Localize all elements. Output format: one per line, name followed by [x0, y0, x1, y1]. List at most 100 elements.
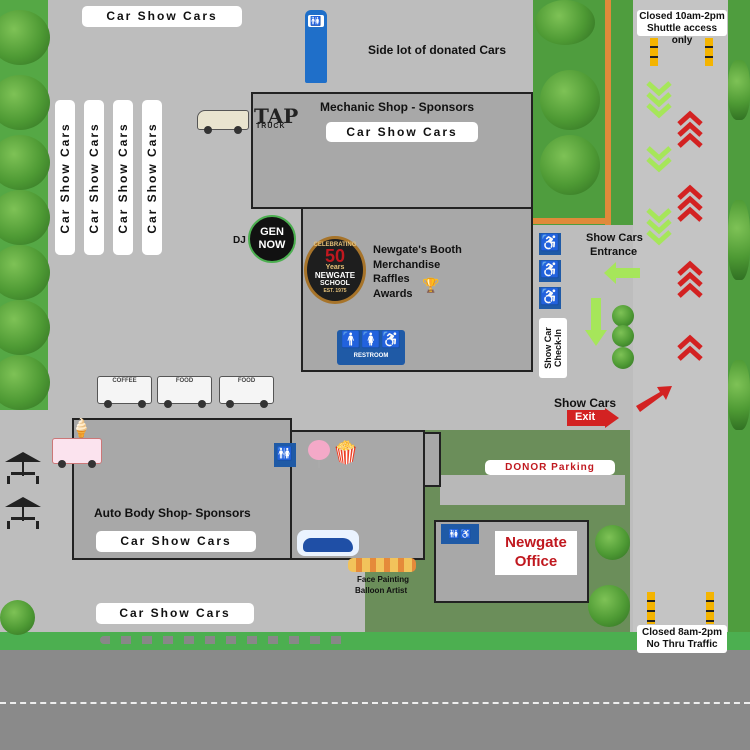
gen-now-line1: GEN: [260, 226, 284, 238]
tree: [612, 325, 634, 347]
show-car-check-in-label: Show Car Check-In: [539, 318, 567, 378]
portable-toilet-icon: 🚻: [305, 10, 327, 83]
restroom-sign-icon: 🚻: [308, 15, 324, 27]
car-body: [303, 538, 353, 552]
check-in-line1: Show Car: [543, 327, 553, 369]
face-painting-kids-icon: [348, 558, 416, 572]
mechanic-shop-building: [251, 92, 533, 209]
show-cars-entrance-line2: Entrance: [590, 246, 638, 258]
dj-label: DJ: [233, 235, 246, 246]
outbound-chevrons-icon: [677, 110, 703, 361]
booth-line: Raffles: [373, 273, 410, 285]
tree: [0, 10, 50, 65]
tree: [0, 135, 50, 190]
coffee-truck-icon: COFFEE: [97, 376, 152, 408]
road-center-dash: [0, 702, 750, 704]
tree: [595, 525, 630, 560]
cotton-candy-puff: [308, 440, 330, 460]
barrier-post: [650, 38, 658, 66]
car-show-cars-vertical-label: Car Show Cars: [55, 100, 75, 255]
food-truck-label: FOOD: [175, 378, 194, 384]
tree: [0, 190, 50, 245]
curb-horizontal: [533, 218, 611, 224]
bush-row: [100, 636, 350, 644]
donor-parking-label: DONOR Parking: [485, 460, 615, 475]
car-wash-icon: [297, 530, 359, 556]
car-show-cars-top-label: Car Show Cars: [82, 6, 242, 27]
closed-bottom-note: Closed 8am-2pm No Thru Traffic: [637, 625, 727, 653]
office-line1: Newgate: [505, 534, 567, 551]
tree: [540, 70, 600, 130]
badge-number: 50: [324, 246, 346, 266]
tree: [0, 300, 50, 355]
tap-truck-icon: [197, 110, 249, 134]
tap-logo-sub: TRUCK: [256, 123, 286, 130]
newgate-50-years-badge: CELEBRATING 50 Years NEWGATE SCHOOL EST.…: [304, 236, 366, 304]
exit-label: Exit: [575, 411, 596, 423]
wheel-icon: [138, 400, 146, 408]
tree: [728, 360, 750, 430]
accessible-parking-icon: ♿: [539, 260, 561, 282]
booth-line: Awards: [373, 288, 413, 300]
car-show-cars-vertical-label: Car Show Cars: [113, 100, 133, 255]
wheel-icon: [234, 126, 242, 134]
tree: [612, 305, 634, 327]
barrier-post: [705, 38, 713, 66]
closed-bottom-line2: No Thru Traffic: [646, 639, 718, 650]
tree: [728, 200, 750, 280]
office-restroom-sign: 🚻♿: [441, 524, 479, 544]
tree: [0, 600, 35, 635]
car-show-cars-vertical-label: Car Show Cars: [84, 100, 104, 255]
right-edge-grass: [728, 0, 750, 640]
side-lot-label: Side lot of donated Cars: [368, 43, 507, 57]
accessible-parking-icon: ♿: [539, 287, 561, 309]
annex-side-building: [423, 432, 441, 487]
wheel-icon: [198, 400, 206, 408]
mechanic-shop-label: Mechanic Shop - Sponsors: [320, 100, 475, 114]
wheel-icon: [104, 400, 112, 408]
restroom-figures-icon: 🚹🚺♿: [341, 332, 401, 349]
inbound-chevrons-icon: [646, 81, 672, 246]
closed-top-line1: Closed 10am-2pm: [639, 11, 725, 22]
auto-body-shop-label: Auto Body Shop- Sponsors: [94, 506, 251, 520]
car-show-cars-bottom-label: Car Show Cars: [96, 603, 254, 624]
check-in-arrow-down-icon: [585, 298, 607, 346]
car-show-cars-mechanic-label: Car Show Cars: [326, 122, 478, 142]
tree: [588, 585, 630, 627]
face-painting-line2: Balloon Artist: [355, 586, 408, 595]
newgate-office-label: Newgate Office: [495, 531, 577, 575]
tree: [540, 135, 600, 195]
closed-top-note: Closed 10am-2pm Shuttle access only: [637, 10, 727, 46]
cotton-candy-icon: [308, 440, 330, 468]
vertical-label-text: Car Show Cars: [87, 121, 101, 234]
coffee-truck-label: COFFEE: [112, 378, 137, 384]
restroom-sign: 🚹🚺♿ RESTROOM: [337, 330, 405, 365]
booth-line: Newgate's Booth: [373, 244, 462, 256]
picnic-table-icon: [5, 452, 41, 484]
restroom-label: RESTROOM: [353, 353, 389, 359]
ice-cream-truck-icon: [52, 438, 102, 468]
tree: [728, 60, 750, 120]
cotton-candy-stick: [318, 460, 320, 468]
food-truck-label: FOOD: [237, 378, 256, 384]
wheel-icon: [58, 460, 66, 468]
barrier-post: [647, 592, 655, 624]
wheel-icon: [226, 400, 234, 408]
trophy-icon: 🏆: [422, 277, 440, 293]
vertical-label-text: Car Show Cars: [116, 121, 130, 234]
car-show-cars-auto-body-label: Car Show Cars: [96, 531, 256, 552]
exit-arrow-icon: [567, 408, 619, 428]
wheel-icon: [260, 400, 268, 408]
show-cars-entrance-line1: Show Cars: [586, 232, 643, 244]
donor-parking-lot: [440, 475, 625, 505]
badge-name: NEWGATE: [314, 271, 356, 280]
check-in-text: Show Car Check-In: [543, 327, 563, 369]
food-truck-icon: FOOD: [157, 376, 212, 408]
tree: [612, 347, 634, 369]
accessible-parking-icon: ♿: [539, 233, 561, 255]
face-painting-line1: Face Painting: [357, 575, 410, 584]
closed-bottom-line1: Closed 8am-2pm: [641, 627, 723, 638]
bottom-road: [0, 650, 750, 750]
exit-diagonal-arrow-icon: [636, 386, 672, 412]
